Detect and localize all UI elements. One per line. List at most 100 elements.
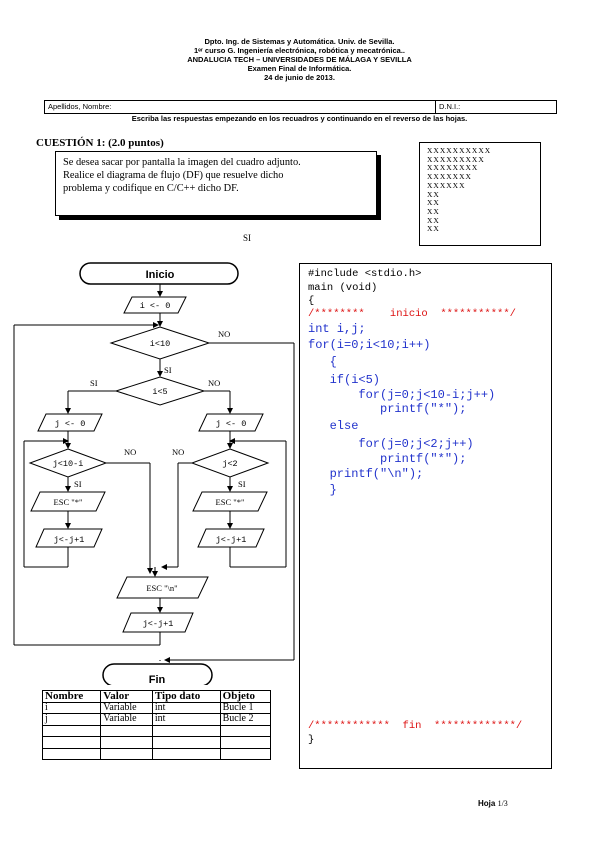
cond-j-left-text: j<10-i bbox=[53, 459, 84, 469]
no-label: NO bbox=[124, 447, 136, 457]
cond-i5-text: i<5 bbox=[152, 387, 167, 397]
id-row: Apellidos, Nombre: D.N.I.: bbox=[44, 100, 557, 114]
code-line: /******** inicio ***********/ bbox=[308, 308, 516, 320]
table-cell: i bbox=[41, 701, 102, 714]
esc-star-right-text: ESC "*" bbox=[216, 497, 245, 507]
table-row bbox=[41, 747, 272, 760]
header-dept: Dpto. Ing. de Sistemas y Automática. Uni… bbox=[204, 37, 395, 46]
table-cell: int bbox=[151, 713, 221, 726]
end-terminal bbox=[102, 663, 213, 685]
header-tech: ANDALUCIA TECH – UNIVERSIDADES DE MÁLAGA… bbox=[187, 55, 412, 64]
table-cell bbox=[100, 747, 153, 760]
code-line: printf("*"); bbox=[308, 402, 467, 416]
pattern-line: XX bbox=[427, 198, 440, 208]
table-cell: Bucle 1 bbox=[219, 701, 272, 714]
table-cell bbox=[219, 724, 272, 737]
esc-n-text: ESC "\n" bbox=[146, 583, 177, 593]
code-line: { bbox=[308, 355, 337, 369]
table-cell: j bbox=[41, 713, 102, 726]
si-label: SI bbox=[164, 365, 172, 375]
pattern-line: XX bbox=[427, 206, 440, 216]
question-line: problema y codifique en C/C++ dicho DF. bbox=[63, 183, 239, 194]
pattern-line: XXXXXXXXXX bbox=[427, 146, 492, 155]
table-cell bbox=[100, 724, 153, 737]
header-course: 1ᵉʳ curso G. Ingeniería electrónica, rob… bbox=[193, 46, 406, 55]
no-label: NO bbox=[172, 447, 184, 457]
code-line: #include <stdio.h> bbox=[308, 268, 422, 280]
code-closing-brace: } bbox=[308, 734, 315, 746]
inc-bottom-text: j<-j+1 bbox=[143, 619, 174, 629]
si-label: SI bbox=[74, 479, 82, 489]
inc-bottom-box bbox=[122, 612, 194, 633]
code-line: for(i=0;i<10;i++) bbox=[308, 338, 431, 352]
flowchart: Inicio i <- 0 i<10 i<5 j <- 0 j <- 0 j<1… bbox=[13, 262, 295, 685]
question-box: Se desea sacar por pantalla la imagen de… bbox=[55, 151, 377, 216]
cond-j-right-text: j<2 bbox=[222, 459, 237, 469]
instructions: Escriba las respuestas empezando en los … bbox=[131, 114, 468, 123]
table-cell bbox=[41, 724, 102, 737]
table-row bbox=[41, 724, 272, 737]
table-header: Nombre bbox=[41, 690, 102, 703]
question-title: CUESTIÓN 1: (2.0 puntos) bbox=[36, 137, 164, 149]
pattern-line: XXXXXX bbox=[427, 180, 466, 190]
inc-j-right-text: j<-j+1 bbox=[216, 535, 247, 545]
inc-j-right-box bbox=[197, 528, 265, 548]
code-fin-comment: /************ fin *************/ bbox=[308, 720, 523, 732]
table-header: Valor bbox=[100, 690, 153, 703]
init-i-box bbox=[123, 296, 187, 314]
pattern-line: XX bbox=[427, 189, 440, 199]
pattern-line: XXXXXXXX bbox=[427, 163, 479, 173]
esc-star-left-box bbox=[30, 491, 106, 512]
code-line: int i,j; bbox=[308, 322, 366, 336]
init-j-left-text: j <- 0 bbox=[55, 419, 86, 429]
question-line: Se desea sacar por pantalla la imagen de… bbox=[63, 157, 301, 168]
esc-star-left-text: ESC "*" bbox=[54, 497, 83, 507]
esc-n-box bbox=[116, 576, 209, 599]
table-cell: Bucle 2 bbox=[219, 713, 272, 726]
start-terminal bbox=[79, 262, 239, 285]
cond-i10-text: i<10 bbox=[150, 339, 170, 349]
code-line: printf("\n"); bbox=[308, 467, 424, 481]
table-row bbox=[41, 736, 272, 749]
code-line: main (void) bbox=[308, 282, 378, 294]
header-date: 24 de junio de 2013. bbox=[264, 73, 335, 82]
table-cell bbox=[41, 747, 102, 760]
end-text: Fin bbox=[149, 674, 166, 685]
start-text: Inicio bbox=[146, 269, 175, 281]
init-j-right-text: j <- 0 bbox=[216, 419, 247, 429]
code-line: for(j=0;j<10-i;j++) bbox=[308, 388, 496, 402]
si-label: SI bbox=[238, 479, 246, 489]
table-cell bbox=[41, 736, 102, 749]
no-label: NO bbox=[218, 329, 230, 339]
pattern-line: XXXXXXX bbox=[427, 172, 472, 182]
footer-label: Hoja bbox=[478, 799, 496, 808]
table-cell bbox=[151, 736, 221, 749]
no-label: NO bbox=[208, 378, 220, 388]
code-line: else bbox=[308, 419, 359, 433]
code-line: { bbox=[308, 295, 315, 307]
pattern-line: XX bbox=[427, 215, 440, 225]
table-header: Tipo dato bbox=[151, 690, 221, 703]
init-j-left-box bbox=[37, 413, 103, 432]
page-footer: Hoja 1/3 bbox=[478, 799, 508, 808]
inc-j-left-box bbox=[35, 528, 103, 548]
code-line: for(j=0;j<2;j++) bbox=[308, 437, 474, 451]
footer-page: 1/3 bbox=[497, 799, 508, 808]
inc-j-left-text: j<-j+1 bbox=[54, 535, 85, 545]
pattern-line: XXXXXXXXX bbox=[427, 154, 485, 164]
si-label: SI bbox=[90, 378, 98, 388]
table-cell bbox=[219, 736, 272, 749]
name-label: Apellidos, Nombre: bbox=[48, 102, 112, 111]
cond-i5-diamond bbox=[114, 376, 206, 406]
header-exam: Examen Final de Informática. bbox=[247, 64, 352, 73]
init-i-text: i <- 0 bbox=[140, 301, 171, 311]
code-line: if(i<5) bbox=[308, 373, 381, 387]
table-cell bbox=[151, 747, 221, 760]
table-cell bbox=[100, 736, 153, 749]
table-cell bbox=[151, 724, 221, 737]
table-cell bbox=[219, 747, 272, 760]
esc-star-right-box bbox=[192, 491, 268, 512]
